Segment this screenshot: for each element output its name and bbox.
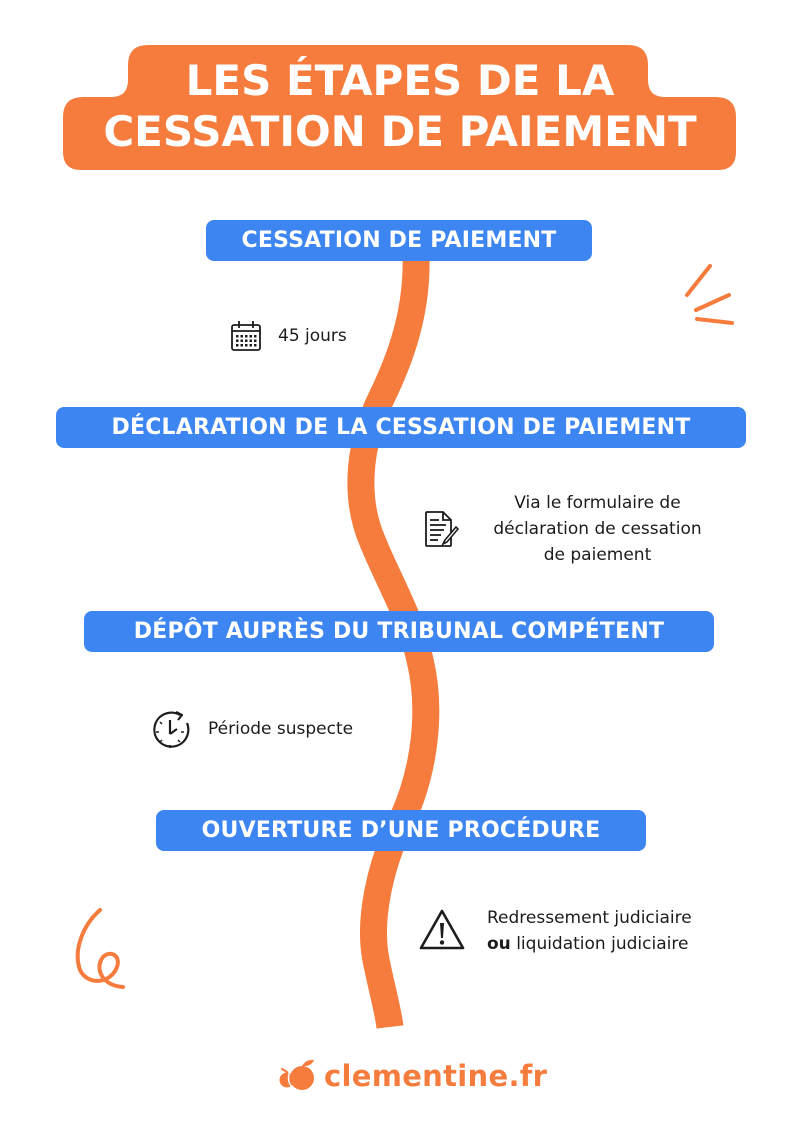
page-title-line-1: LES ÉTAPES DE LA (185, 56, 615, 105)
note-formulaire-line-2: déclaration de cessation (493, 519, 702, 539)
note-procedure-line-2-rest: liquidation judiciaire (510, 934, 689, 954)
step-3-depot-tribunal: DÉPÔT AUPRÈS DU TRIBUNAL COMPÉTENT (84, 611, 714, 652)
note-procedure-type: Redressement judiciaire ou liquidation j… (487, 905, 692, 957)
note-45-jours: 45 jours (278, 326, 347, 346)
note-formulaire-line-1: Via le formulaire de (514, 493, 681, 513)
step-4-ouverture-procedure: OUVERTURE D’UNE PROCÉDURE (156, 810, 646, 851)
note-procedure-line-2: ou liquidation judiciaire (487, 931, 692, 957)
warning-icon (419, 909, 465, 950)
brand-name: clementine.fr (324, 1059, 548, 1093)
decorative-squiggle-icon (75, 908, 125, 989)
clementine-fruit-icon (279, 1059, 316, 1093)
note-formulaire-line-3: de paiement (543, 545, 652, 565)
timer-icon (153, 711, 190, 748)
note-procedure-bold-ou: ou (487, 934, 511, 954)
page-title-line-2: CESSATION DE PAIEMENT (103, 107, 697, 156)
note-procedure-line-1: Redressement judiciaire (487, 908, 692, 928)
header-banner (63, 45, 736, 170)
calendar-icon (231, 321, 261, 351)
step-1-cessation: CESSATION DE PAIEMENT (206, 220, 592, 261)
note-formulaire: Via le formulaire de déclaration de cess… (470, 490, 725, 568)
brand-logo: clementine.fr (278, 1058, 547, 1094)
note-periode-suspecte: Période suspecte (208, 719, 354, 739)
step-2-declaration: DÉCLARATION DE LA CESSATION DE PAIEMENT (56, 407, 746, 448)
document-edit-icon (425, 511, 459, 547)
decorative-strokes-icon (685, 264, 734, 325)
